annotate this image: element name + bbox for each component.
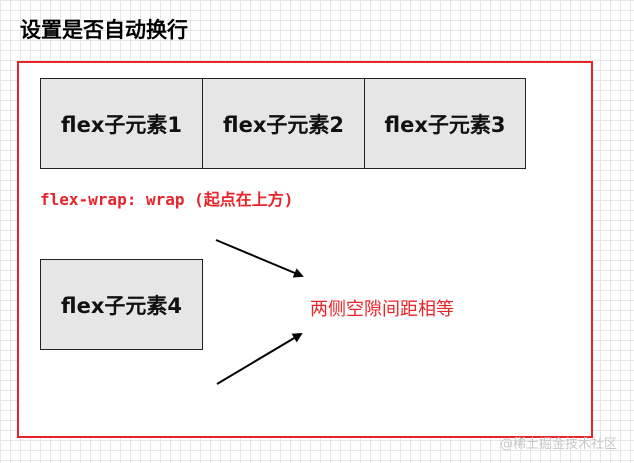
flex-item-4: flex子元素4 (40, 259, 203, 350)
flex-item-1: flex子元素1 (40, 78, 203, 169)
flex-item-2: flex子元素2 (202, 78, 365, 169)
flex-item-3: flex子元素3 (364, 78, 526, 169)
diagram-title: 设置是否自动换行 (20, 18, 188, 42)
watermark: @稀土掘金技术社区 (500, 437, 618, 452)
gap-label: 两侧空隙间距相等 (310, 299, 454, 320)
arrow-upper (215, 239, 304, 278)
flex-wrap-label: flex-wrap: wrap (起点在上方) (40, 190, 294, 209)
arrow-lower (216, 332, 303, 385)
